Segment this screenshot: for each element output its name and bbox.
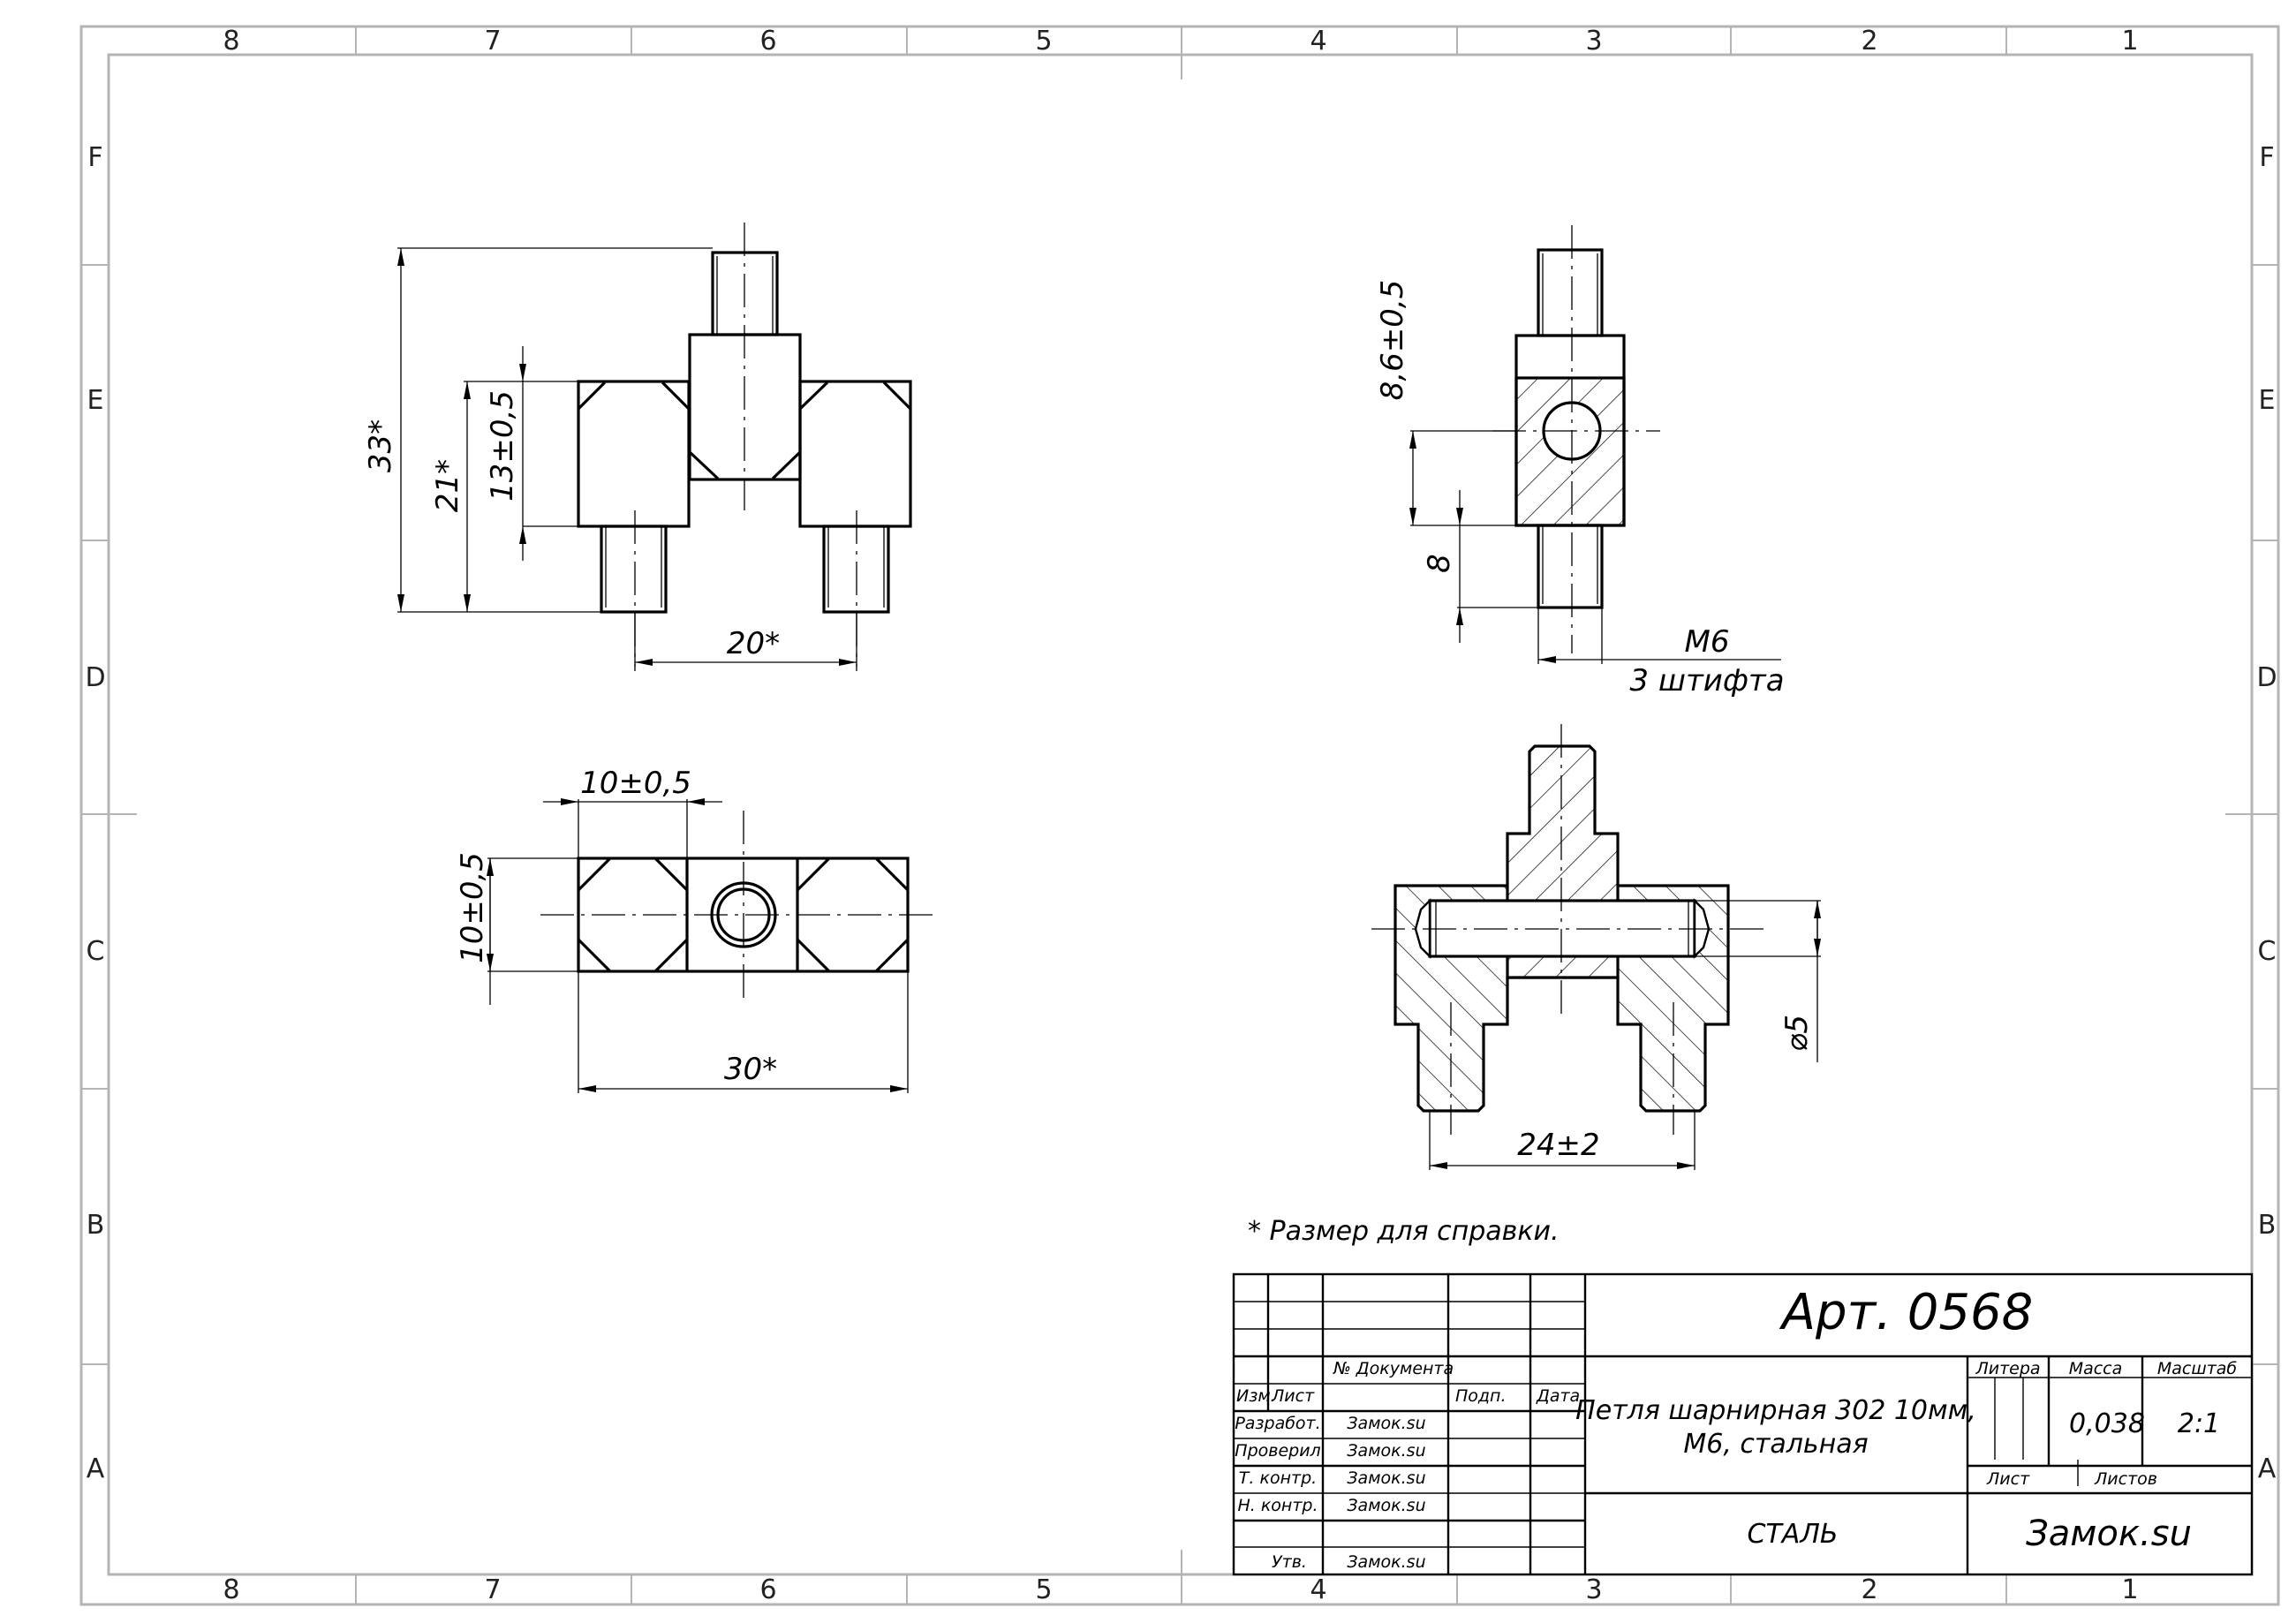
svg-text:Лист: Лист xyxy=(1986,1469,2030,1489)
mass-value: 0,038 xyxy=(2069,1408,2145,1439)
dim-20: 20* xyxy=(727,626,780,661)
svg-text:7: 7 xyxy=(484,1574,501,1605)
svg-text:6: 6 xyxy=(759,1574,776,1605)
svg-text:B: B xyxy=(2258,1210,2277,1241)
svg-text:Литера: Литера xyxy=(1975,1359,2040,1378)
top-view: 10±0,5 10±0,5 30* xyxy=(455,766,936,1093)
svg-text:A: A xyxy=(2258,1453,2277,1484)
svg-text:D: D xyxy=(85,662,105,693)
title-block: Арт. 0568 № Документа Изм. Лист Подп. Да… xyxy=(1232,1272,2254,1576)
svg-text:8: 8 xyxy=(223,26,239,57)
svg-text:Изм.: Изм. xyxy=(1236,1386,1276,1406)
scale-value: 2:1 xyxy=(2178,1408,2220,1439)
dim-10-depth: 10±0,5 xyxy=(455,852,490,963)
svg-text:Подп.: Подп. xyxy=(1455,1386,1507,1406)
svg-text:5: 5 xyxy=(1035,1574,1052,1605)
svg-text:F: F xyxy=(2259,142,2274,173)
svg-text:1: 1 xyxy=(2121,26,2138,57)
company-name: Замок.su xyxy=(2026,1514,2192,1554)
svg-text:Замок.su: Замок.su xyxy=(1347,1414,1425,1433)
svg-text:E: E xyxy=(87,385,104,416)
svg-text:М6, стальная: М6, стальная xyxy=(1683,1429,1868,1460)
svg-text:C: C xyxy=(87,936,105,967)
svg-text:3: 3 xyxy=(1585,26,1602,57)
svg-text:6: 6 xyxy=(759,26,776,57)
svg-text:Замок.su: Замок.su xyxy=(1347,1552,1425,1572)
svg-text:E: E xyxy=(2259,385,2276,416)
svg-text:Листов: Листов xyxy=(2094,1469,2157,1489)
svg-text:Дата: Дата xyxy=(1536,1386,1580,1406)
dim-diameter-5: ⌀5 xyxy=(1779,1015,1815,1052)
svg-text:4: 4 xyxy=(1310,1574,1326,1605)
dim-30: 30* xyxy=(724,1052,777,1087)
part-name: Петля шарнирная 302 10мм, xyxy=(1575,1395,1976,1426)
reference-note: * Размер для справки. xyxy=(1248,1216,1560,1247)
dim-21: 21* xyxy=(430,459,465,512)
section-view: ⌀5 24±2 xyxy=(1371,724,1821,1170)
svg-text:№ Документа: № Документа xyxy=(1333,1359,1454,1378)
svg-text:Разработ.: Разработ. xyxy=(1235,1414,1320,1433)
svg-text:Н. контр.: Н. контр. xyxy=(1237,1496,1318,1515)
svg-text:Проверил: Проверил xyxy=(1235,1441,1320,1461)
material: СТАЛЬ xyxy=(1748,1519,1839,1550)
sheet-frame: 8 7 6 5 4 3 2 1 8 7 6 5 4 3 2 1 F E D C B A F E D C B A xyxy=(79,25,2280,1606)
svg-text:2: 2 xyxy=(1861,1574,1877,1605)
svg-text:2: 2 xyxy=(1861,26,1877,57)
dim-10-width: 10±0,5 xyxy=(580,766,691,801)
svg-text:4: 4 xyxy=(1310,26,1326,57)
thread-count: 3 штифта xyxy=(1629,663,1784,698)
dim-8: 8 xyxy=(1422,554,1457,573)
svg-text:Лист: Лист xyxy=(1271,1386,1315,1406)
svg-text:7: 7 xyxy=(484,26,501,57)
svg-text:3: 3 xyxy=(1585,1574,1602,1605)
svg-text:Замок.su: Замок.su xyxy=(1347,1441,1425,1461)
svg-text:F: F xyxy=(87,142,102,173)
dim-24: 24±2 xyxy=(1517,1128,1599,1163)
svg-text:5: 5 xyxy=(1035,26,1052,57)
zone-labels: 8 7 6 5 4 3 2 1 8 7 6 5 4 3 2 1 F E D C B A F E D C B A xyxy=(85,26,2277,1605)
dim-33: 33* xyxy=(363,419,398,472)
dim-13: 13±0,5 xyxy=(485,390,520,502)
front-view: 33* 21* 13±0,5 20* xyxy=(363,223,912,671)
article-number: Арт. 0568 xyxy=(1779,1284,2034,1341)
svg-text:D: D xyxy=(2256,662,2277,693)
side-view: 8,6±0,5 8 M6 3 штифта xyxy=(1375,225,1785,698)
svg-text:Масштаб: Масштаб xyxy=(2157,1359,2238,1378)
svg-text:Масса: Масса xyxy=(2069,1359,2123,1378)
svg-text:A: A xyxy=(87,1453,105,1484)
svg-text:C: C xyxy=(2258,936,2277,967)
svg-text:8: 8 xyxy=(223,1574,239,1605)
svg-text:B: B xyxy=(87,1210,105,1241)
svg-text:Замок.su: Замок.su xyxy=(1347,1496,1425,1515)
svg-text:Замок.su: Замок.su xyxy=(1347,1468,1425,1488)
svg-text:Утв.: Утв. xyxy=(1272,1552,1307,1572)
thread-label: M6 xyxy=(1685,624,1730,660)
dim-8-6: 8,6±0,5 xyxy=(1375,280,1410,401)
svg-text:1: 1 xyxy=(2121,1574,2138,1605)
svg-text:Т. контр.: Т. контр. xyxy=(1239,1468,1317,1488)
